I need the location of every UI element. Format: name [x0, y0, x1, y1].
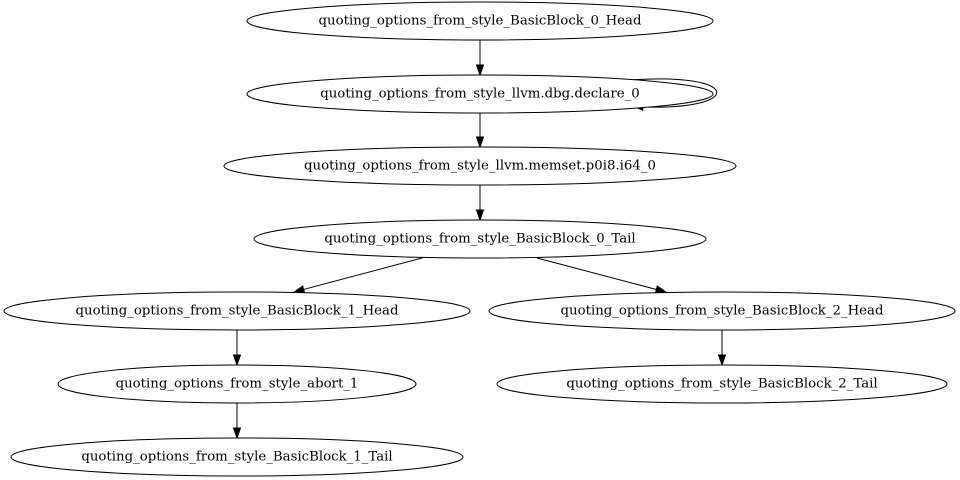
- node-bb2-head-ellipse: [488, 291, 956, 331]
- edge-bb0-tail-to-bb1-head-arrowhead: [292, 285, 306, 294]
- edge-bb0-tail-to-bb1-head: [292, 257, 423, 294]
- node-bb2-head-label: quoting_options_from_style_BasicBlock_2_…: [561, 304, 884, 319]
- edge-bb1-head-to-abort-arrowhead: [232, 354, 242, 367]
- node-bb0-tail: quoting_options_from_style_BasicBlock_0_…: [253, 219, 707, 259]
- edge-bb2-head-to-bb2-tail-arrowhead: [717, 354, 727, 367]
- node-bb1-head-label: quoting_options_from_style_BasicBlock_1_…: [76, 304, 399, 319]
- edge-dbg-declare-to-dbg-declare-line: [629, 78, 718, 108]
- edge-bb0-tail-to-bb2-head-arrowhead: [654, 285, 668, 294]
- node-bb2-head: quoting_options_from_style_BasicBlock_2_…: [488, 291, 956, 331]
- node-bb2-tail-ellipse: [496, 364, 948, 404]
- edge-bb0-head-to-dbg-declare-arrowhead: [475, 64, 485, 77]
- node-bb2-tail: quoting_options_from_style_BasicBlock_2_…: [496, 364, 948, 404]
- node-bb0-tail-label: quoting_options_from_style_BasicBlock_0_…: [324, 232, 635, 247]
- edge-bb1-head-to-abort: [232, 330, 242, 367]
- node-abort-ellipse: [57, 364, 417, 404]
- node-abort: quoting_options_from_style_abort_1: [57, 364, 417, 404]
- node-bb0-head-label: quoting_options_from_style_BasicBlock_0_…: [319, 14, 642, 29]
- node-dbg-declare: quoting_options_from_style_llvm.dbg.decl…: [246, 74, 714, 114]
- nodes-layer: quoting_options_from_style_BasicBlock_0_…: [3, 1, 956, 477]
- edge-dbg-declare-to-memset-arrowhead: [475, 136, 485, 149]
- node-bb2-tail-label: quoting_options_from_style_BasicBlock_2_…: [566, 377, 877, 392]
- node-dbg-declare-label: quoting_options_from_style_llvm.dbg.decl…: [320, 87, 640, 102]
- edge-memset-to-bb0-tail-arrowhead: [475, 209, 485, 222]
- node-bb1-tail-ellipse: [10, 437, 464, 477]
- edge-abort-to-bb1-tail-arrowhead: [232, 427, 242, 440]
- edge-abort-to-bb1-tail: [232, 403, 242, 440]
- node-bb1-head-ellipse: [3, 291, 471, 331]
- node-bb0-head: quoting_options_from_style_BasicBlock_0_…: [246, 1, 714, 41]
- node-memset-ellipse: [223, 146, 737, 186]
- edge-bb2-head-to-bb2-tail: [717, 330, 727, 367]
- edge-bb0-tail-to-bb2-head-line: [536, 257, 658, 291]
- node-dbg-declare-ellipse: [246, 74, 714, 114]
- node-bb1-head: quoting_options_from_style_BasicBlock_1_…: [3, 291, 471, 331]
- node-bb0-tail-ellipse: [253, 219, 707, 259]
- node-memset: quoting_options_from_style_llvm.memset.p…: [223, 146, 737, 186]
- edge-memset-to-bb0-tail: [475, 185, 485, 222]
- node-memset-label: quoting_options_from_style_llvm.memset.p…: [304, 159, 656, 174]
- edge-bb0-tail-to-bb1-head-line: [302, 257, 423, 291]
- node-abort-label: quoting_options_from_style_abort_1: [116, 377, 359, 392]
- node-bb1-tail: quoting_options_from_style_BasicBlock_1_…: [10, 437, 464, 477]
- edge-dbg-declare-to-memset: [475, 113, 485, 149]
- node-bb0-head-ellipse: [246, 1, 714, 41]
- edge-bb0-tail-to-bb2-head: [536, 257, 668, 294]
- edge-bb0-head-to-dbg-declare: [475, 40, 485, 77]
- node-bb1-tail-label: quoting_options_from_style_BasicBlock_1_…: [81, 450, 392, 465]
